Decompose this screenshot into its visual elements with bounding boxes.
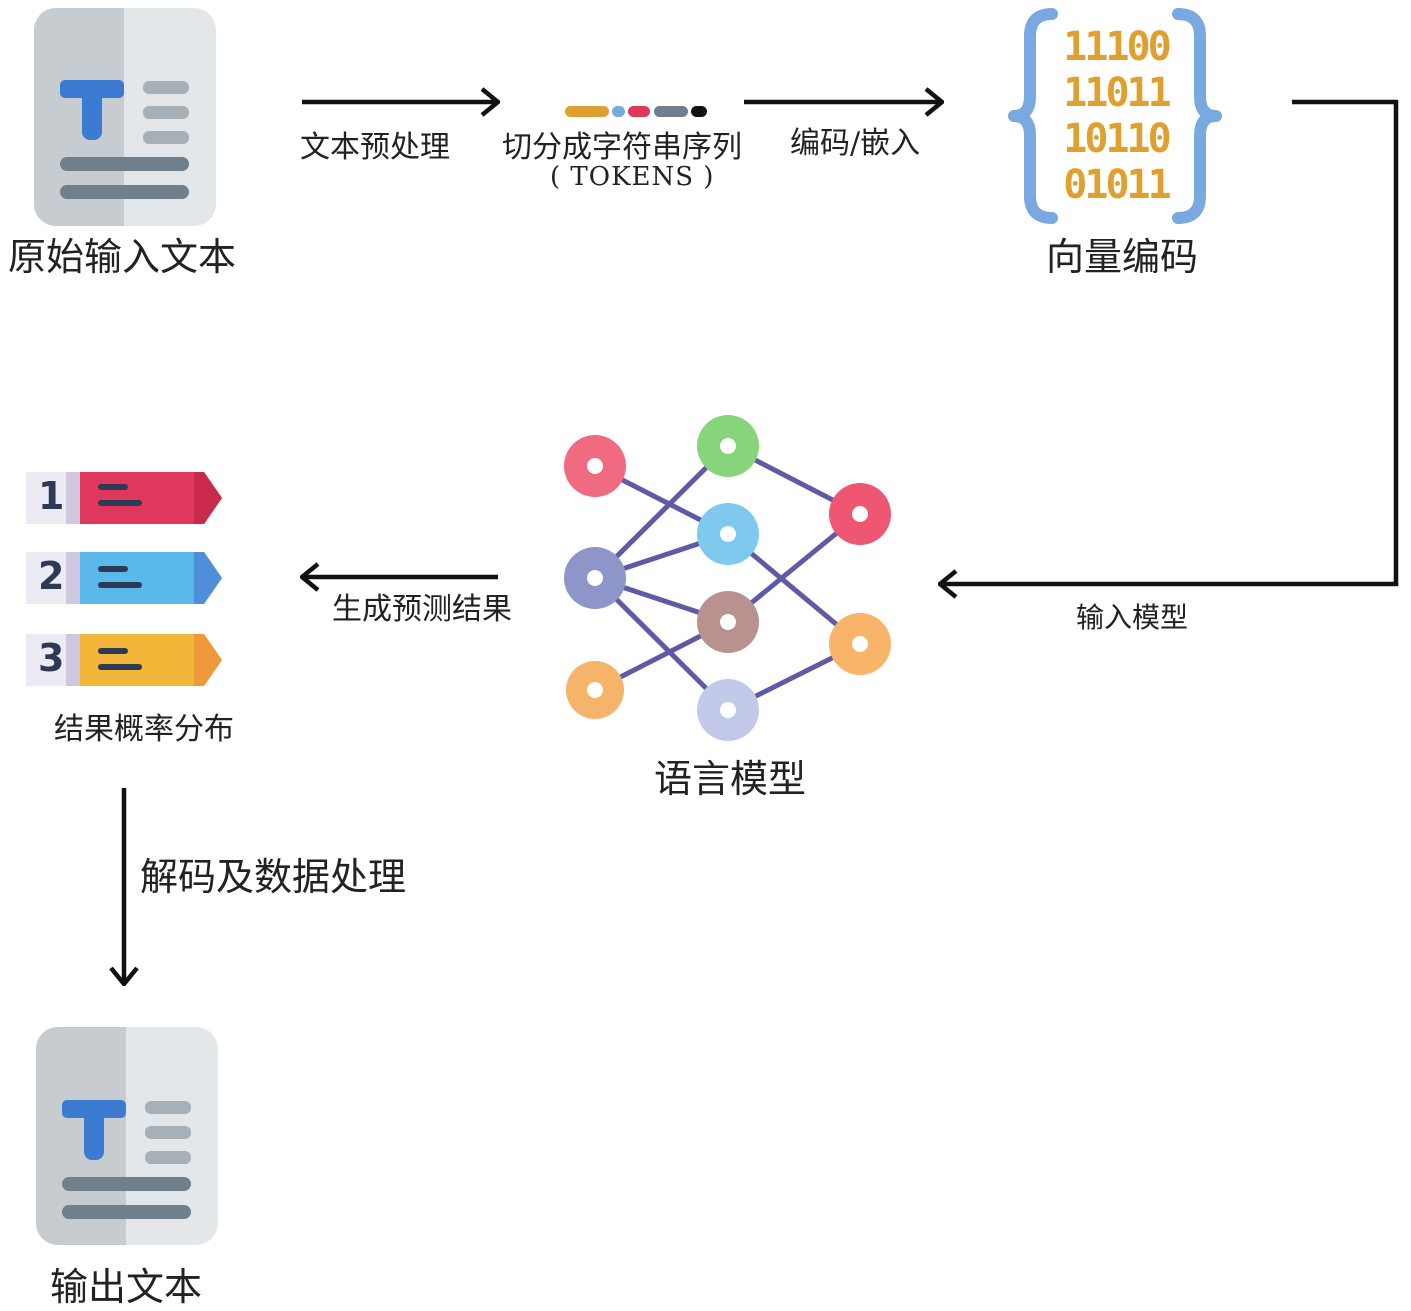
vector-encoding-label: 向量编码 — [1046, 235, 1199, 279]
raw-text-label: 原始输入文本 — [8, 235, 237, 279]
neural-node — [829, 613, 891, 675]
tokenize-label: 切分成字符串序列 — [502, 130, 742, 165]
ranking-list-icon — [26, 472, 222, 686]
neural-node — [697, 679, 759, 741]
neural-node — [697, 591, 759, 653]
token-sequence-icon — [565, 106, 707, 117]
neural-node — [697, 503, 759, 565]
output-text-label: 输出文本 — [50, 1265, 203, 1309]
binary-digits: 11100 11011 10110 01011 — [1056, 24, 1176, 208]
arrow-input-model — [940, 99, 1399, 584]
result-distribution-label: 结果概率分布 — [54, 712, 234, 747]
binary-row: 11011 — [1063, 70, 1171, 116]
language-model-label: 语言模型 — [654, 757, 807, 801]
rank-number: 3 — [38, 636, 65, 680]
binary-row: 10110 — [1063, 116, 1171, 162]
neural-node — [829, 483, 891, 545]
decode-label: 解码及数据处理 — [140, 855, 407, 899]
document-icon — [34, 8, 216, 226]
neural-node — [564, 547, 626, 609]
neural-node — [697, 415, 759, 477]
embed-label: 编码/嵌入 — [790, 126, 921, 161]
output-document-icon — [36, 1027, 218, 1245]
binary-braces-icon — [1008, 8, 1222, 224]
binary-row: 01011 — [1063, 162, 1171, 208]
preprocess-label: 文本预处理 — [300, 130, 450, 165]
generate-label: 生成预测结果 — [332, 592, 512, 627]
rank-number: 2 — [38, 554, 65, 598]
neural-network-icon — [564, 415, 891, 741]
neural-node — [566, 661, 624, 719]
neural-node — [564, 435, 626, 497]
input-model-label: 输入模型 — [1076, 601, 1189, 634]
tokens-label: ( TOKENS ) — [550, 162, 715, 192]
rank-number: 1 — [38, 474, 65, 518]
binary-row: 11100 — [1063, 24, 1171, 70]
